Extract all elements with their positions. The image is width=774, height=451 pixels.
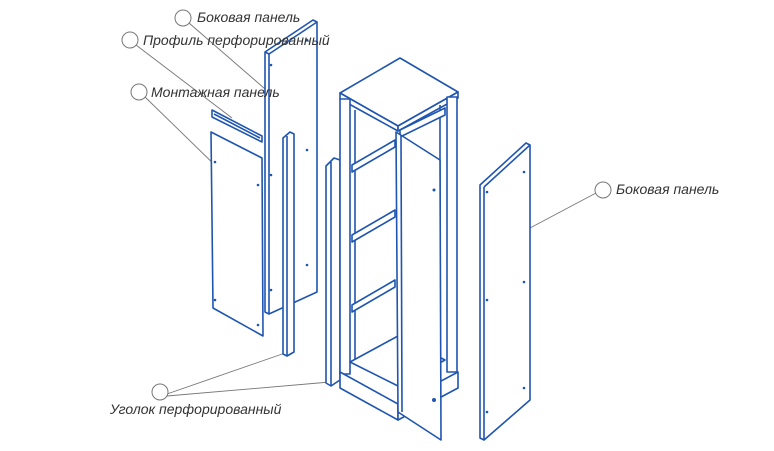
label-perforated-profile: Профиль перфорированный bbox=[143, 32, 330, 48]
side-panel-right bbox=[479, 142, 531, 441]
perforated-profile bbox=[211, 109, 263, 143]
leader-angle-1 bbox=[166, 351, 289, 395]
label-mounting-panel: Монтажная панель bbox=[151, 84, 280, 100]
callout-marker-mounting-panel bbox=[130, 83, 148, 101]
cabinet bbox=[339, 57, 459, 441]
leader-mounting-panel bbox=[144, 96, 223, 173]
label-side-panel-right: Боковая панель bbox=[616, 181, 719, 197]
leader-side-panel-right bbox=[529, 192, 597, 229]
perforated-angle-right bbox=[325, 157, 341, 387]
callout-marker-profile bbox=[121, 31, 139, 49]
leader-angle-2 bbox=[166, 381, 331, 397]
leader-profile bbox=[135, 44, 233, 119]
label-side-panel-top: Боковая панель bbox=[197, 9, 300, 25]
label-perforated-angle: Уголок перфорированный bbox=[109, 401, 282, 417]
perforated-angle-left bbox=[282, 131, 295, 357]
callout-marker-side-panel-top bbox=[174, 9, 192, 27]
leader-lines bbox=[135, 22, 597, 397]
leader-side-panel-top bbox=[188, 22, 273, 96]
mounting-panel bbox=[210, 131, 264, 337]
callout-marker-angle bbox=[151, 383, 169, 401]
callout-marker-side-panel-right bbox=[594, 181, 612, 199]
